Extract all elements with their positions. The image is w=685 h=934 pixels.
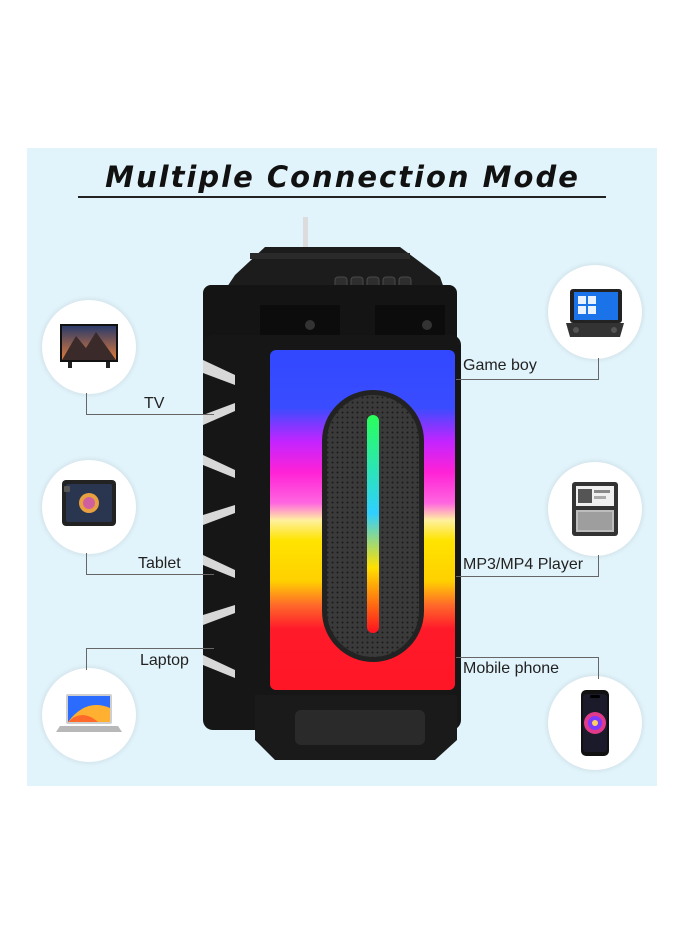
- tv-connector-vertical: [86, 393, 87, 415]
- tablet-label: Tablet: [138, 555, 181, 572]
- title-underline: [78, 196, 606, 198]
- rgb-bluetooth-speaker-icon: [195, 215, 465, 760]
- smartphone-icon: [548, 676, 642, 770]
- tv-connector-horizontal: [86, 414, 214, 415]
- tablet-icon: [42, 460, 136, 554]
- laptop-connector-horizontal: [86, 648, 214, 649]
- game-boy-connector-horizontal: [456, 379, 599, 380]
- mp3-player-label: MP3/MP4 Player: [463, 556, 584, 573]
- laptop-icon: [42, 668, 136, 762]
- game-boy-connector-vertical: [598, 358, 599, 380]
- tablet-connector-vertical: [86, 553, 87, 575]
- mp3-connector-horizontal: [456, 576, 599, 577]
- laptop-connector-vertical: [86, 648, 87, 670]
- mp3-connector-vertical: [598, 555, 599, 577]
- tv-icon: [42, 300, 136, 394]
- mp3-player-icon: [548, 462, 642, 556]
- game-boy-label: Game boy: [463, 357, 537, 374]
- mobile-connector-horizontal: [456, 657, 599, 658]
- mobile-phone-label: Mobile phone: [463, 660, 560, 677]
- handheld-console-icon: [548, 265, 642, 359]
- page-title: Multiple Connection Mode: [105, 160, 580, 194]
- laptop-label: Laptop: [140, 652, 189, 669]
- mobile-connector-vertical: [598, 657, 599, 679]
- tablet-connector-horizontal: [86, 574, 214, 575]
- tv-label: TV: [144, 395, 165, 412]
